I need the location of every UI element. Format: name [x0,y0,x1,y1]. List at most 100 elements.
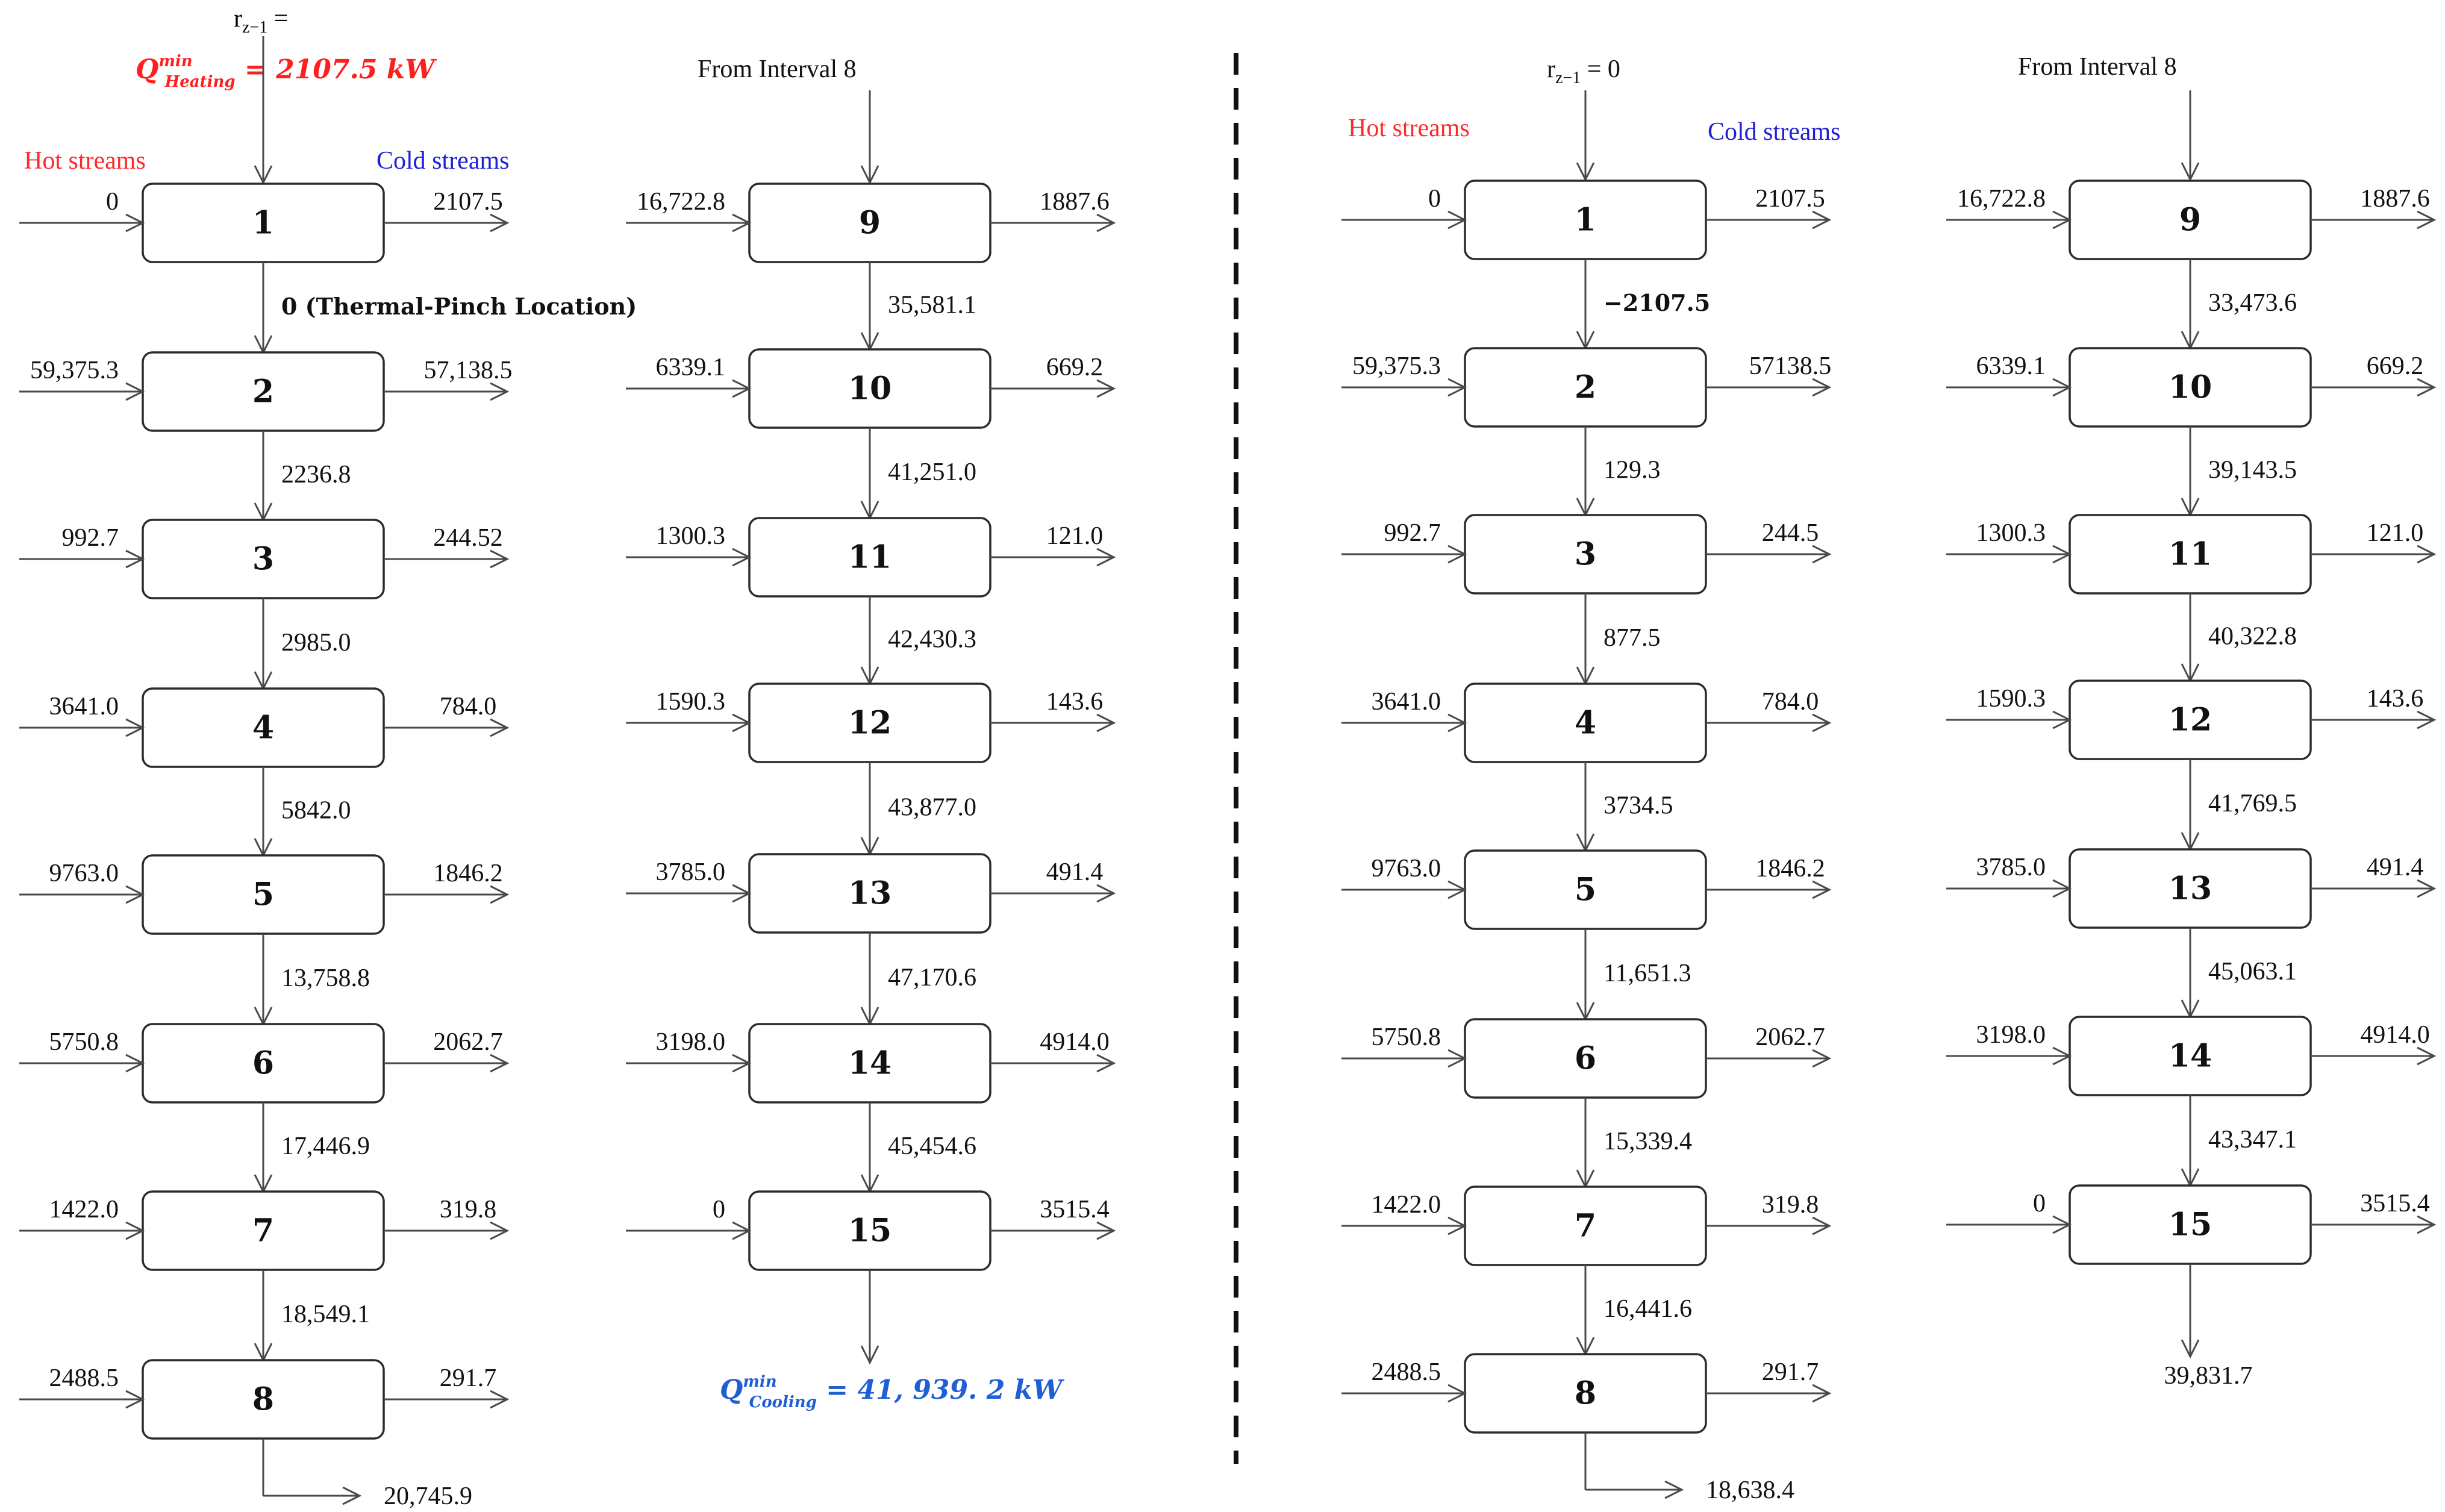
hot-stream-value: 1300.3 [656,522,726,550]
hot-stream-value: 3198.0 [1976,1021,2046,1049]
residual-heat-value: 41,251.0 [888,458,976,486]
residual-heat-value: 35,581.1 [888,292,976,319]
cold-stream-value: 121.0 [1046,522,1104,550]
left-col2-interval-13: 13 [748,853,991,934]
right-col2-cold-arrow-14 [2311,1046,2437,1066]
left-col2-interval-11: 11 [748,517,991,598]
right-hot-streams-label: Hot streams [1348,114,1470,142]
right-col2-cold-arrow-13 [2311,879,2437,898]
right-col2-residual-arrow-14 [2181,1095,2200,1188]
right-col1-entry-arrow [1576,90,1595,182]
right-col1-interval-3: 3 [1464,514,1707,595]
hot-stream-value: 0 [2033,1190,2046,1217]
right-col1-hot-arrow-6 [1341,1049,1467,1068]
right-col2-interval-11: 11 [2069,514,2312,595]
left-col2-cold-arrow-12 [990,713,1116,733]
left-col1-residual-arrow-1 [254,262,273,355]
interval-number: 14 [2169,1038,2212,1075]
interval-number: 10 [2169,369,2212,406]
left-hot-streams-label: Hot streams [24,147,146,175]
cold-stream-value: 784.0 [440,693,497,720]
hot-stream-value: 59,375.3 [1352,352,1441,380]
interval-number: 5 [252,876,274,913]
left-col2-cold-arrow-15 [990,1221,1116,1240]
hot-stream-value: 3198.0 [656,1028,726,1056]
left-col1-interval-5: 5 [142,854,385,935]
right-col2-cold-arrow-9 [2311,210,2437,230]
left-col1-hot-arrow-8 [19,1390,145,1409]
residual-heat-value: 41,769.5 [2208,790,2297,817]
residual-heat-value: 17,446.9 [281,1132,370,1160]
left-col1-final-residual-arrow [262,1439,362,1505]
left-col2-interval-12: 12 [748,683,991,763]
residual-heat-value: 2236.8 [281,461,351,489]
left-col2-cold-arrow-10 [990,379,1116,398]
cold-stream-value: 244.5 [1762,519,1819,547]
left-col2-interval-9: 9 [748,183,991,263]
right-col1-hot-arrow-4 [1341,713,1467,733]
left-from-interval-label: From Interval 8 [698,55,857,83]
interval-number: 7 [252,1213,274,1249]
hot-stream-value: 16,722.8 [1957,185,2046,213]
hot-stream-value: 3641.0 [1372,688,1441,716]
right-col2-final-residual-arrow [2181,1264,2200,1359]
left-col1-interval-6: 6 [142,1023,385,1104]
cold-stream-value: 491.4 [2367,854,2424,881]
left-col1-hot-arrow-7 [19,1221,145,1240]
hot-stream-value: 59,375.3 [30,357,119,384]
right-col1-residual-arrow-4 [1576,762,1595,853]
cold-stream-value: 4914.0 [2360,1021,2430,1049]
left-col2-residual-arrow-12 [860,762,879,857]
right-col1-residual-arrow-6 [1576,1098,1595,1189]
residual-heat-value: 18,549.1 [281,1301,370,1328]
left-col1-residual-arrow-4 [254,767,273,858]
right-col2-hot-arrow-15 [1946,1215,2072,1234]
left-col1-cold-arrow-1 [384,213,510,233]
left-col1-cold-arrow-2 [384,382,510,401]
interval-number: 11 [848,539,892,576]
cold-stream-value: 2107.5 [433,188,503,216]
interval-number: 6 [1575,1040,1596,1077]
right-col1-residual-arrow-3 [1576,593,1595,686]
right-col2-cold-arrow-15 [2311,1215,2437,1234]
hot-stream-value: 5750.8 [49,1028,119,1056]
right-col2-interval-13: 13 [2069,848,2312,929]
right-col1-cold-arrow-7 [1706,1216,1832,1236]
interval-number: 8 [1575,1375,1596,1412]
right-col2-interval-15: 15 [2069,1184,2312,1265]
hot-stream-value: 1422.0 [1372,1191,1441,1219]
right-col1-hot-arrow-1 [1341,210,1467,230]
right-col1-interval-7: 7 [1464,1186,1707,1266]
cold-stream-value: 143.6 [1046,688,1104,716]
left-col2-hot-arrow-14 [626,1054,752,1073]
cold-stream-value: 143.6 [2367,685,2424,713]
left-col1-cold-arrow-5 [384,885,510,904]
left-col2-cold-arrow-14 [990,1054,1116,1073]
interval-number: 1 [252,205,274,242]
right-col2-interval-12: 12 [2069,679,2312,760]
hot-stream-value: 9763.0 [49,860,119,887]
interval-number: 3 [1575,536,1596,573]
hot-stream-value: 9763.0 [1372,855,1441,883]
hot-stream-value: 5750.8 [1372,1023,1441,1051]
interval-number: 5 [1575,872,1596,908]
residual-heat-value: 43,877.0 [888,794,976,822]
left-col2-hot-arrow-15 [626,1221,752,1240]
cold-stream-value: 669.2 [1046,354,1104,381]
hot-stream-value: 1590.3 [656,688,726,716]
right-col1-interval-8: 8 [1464,1353,1707,1434]
left-col2-final-residual-arrow [860,1270,879,1365]
residual-heat-value: 129.3 [1603,457,1661,484]
interval-number: 15 [2169,1207,2212,1243]
right-col1-interval-4: 4 [1464,683,1707,763]
right-col2-hot-arrow-12 [1946,710,2072,729]
right-col1-hot-arrow-2 [1341,378,1467,397]
cold-stream-value: 1846.2 [1755,855,1825,883]
right-col2-cold-arrow-12 [2311,710,2437,729]
right-col2-hot-arrow-10 [1946,378,2072,397]
right-col1-cold-arrow-3 [1706,545,1832,564]
interval-number: 10 [848,370,892,407]
cold-stream-value: 57138.5 [1749,352,1832,380]
